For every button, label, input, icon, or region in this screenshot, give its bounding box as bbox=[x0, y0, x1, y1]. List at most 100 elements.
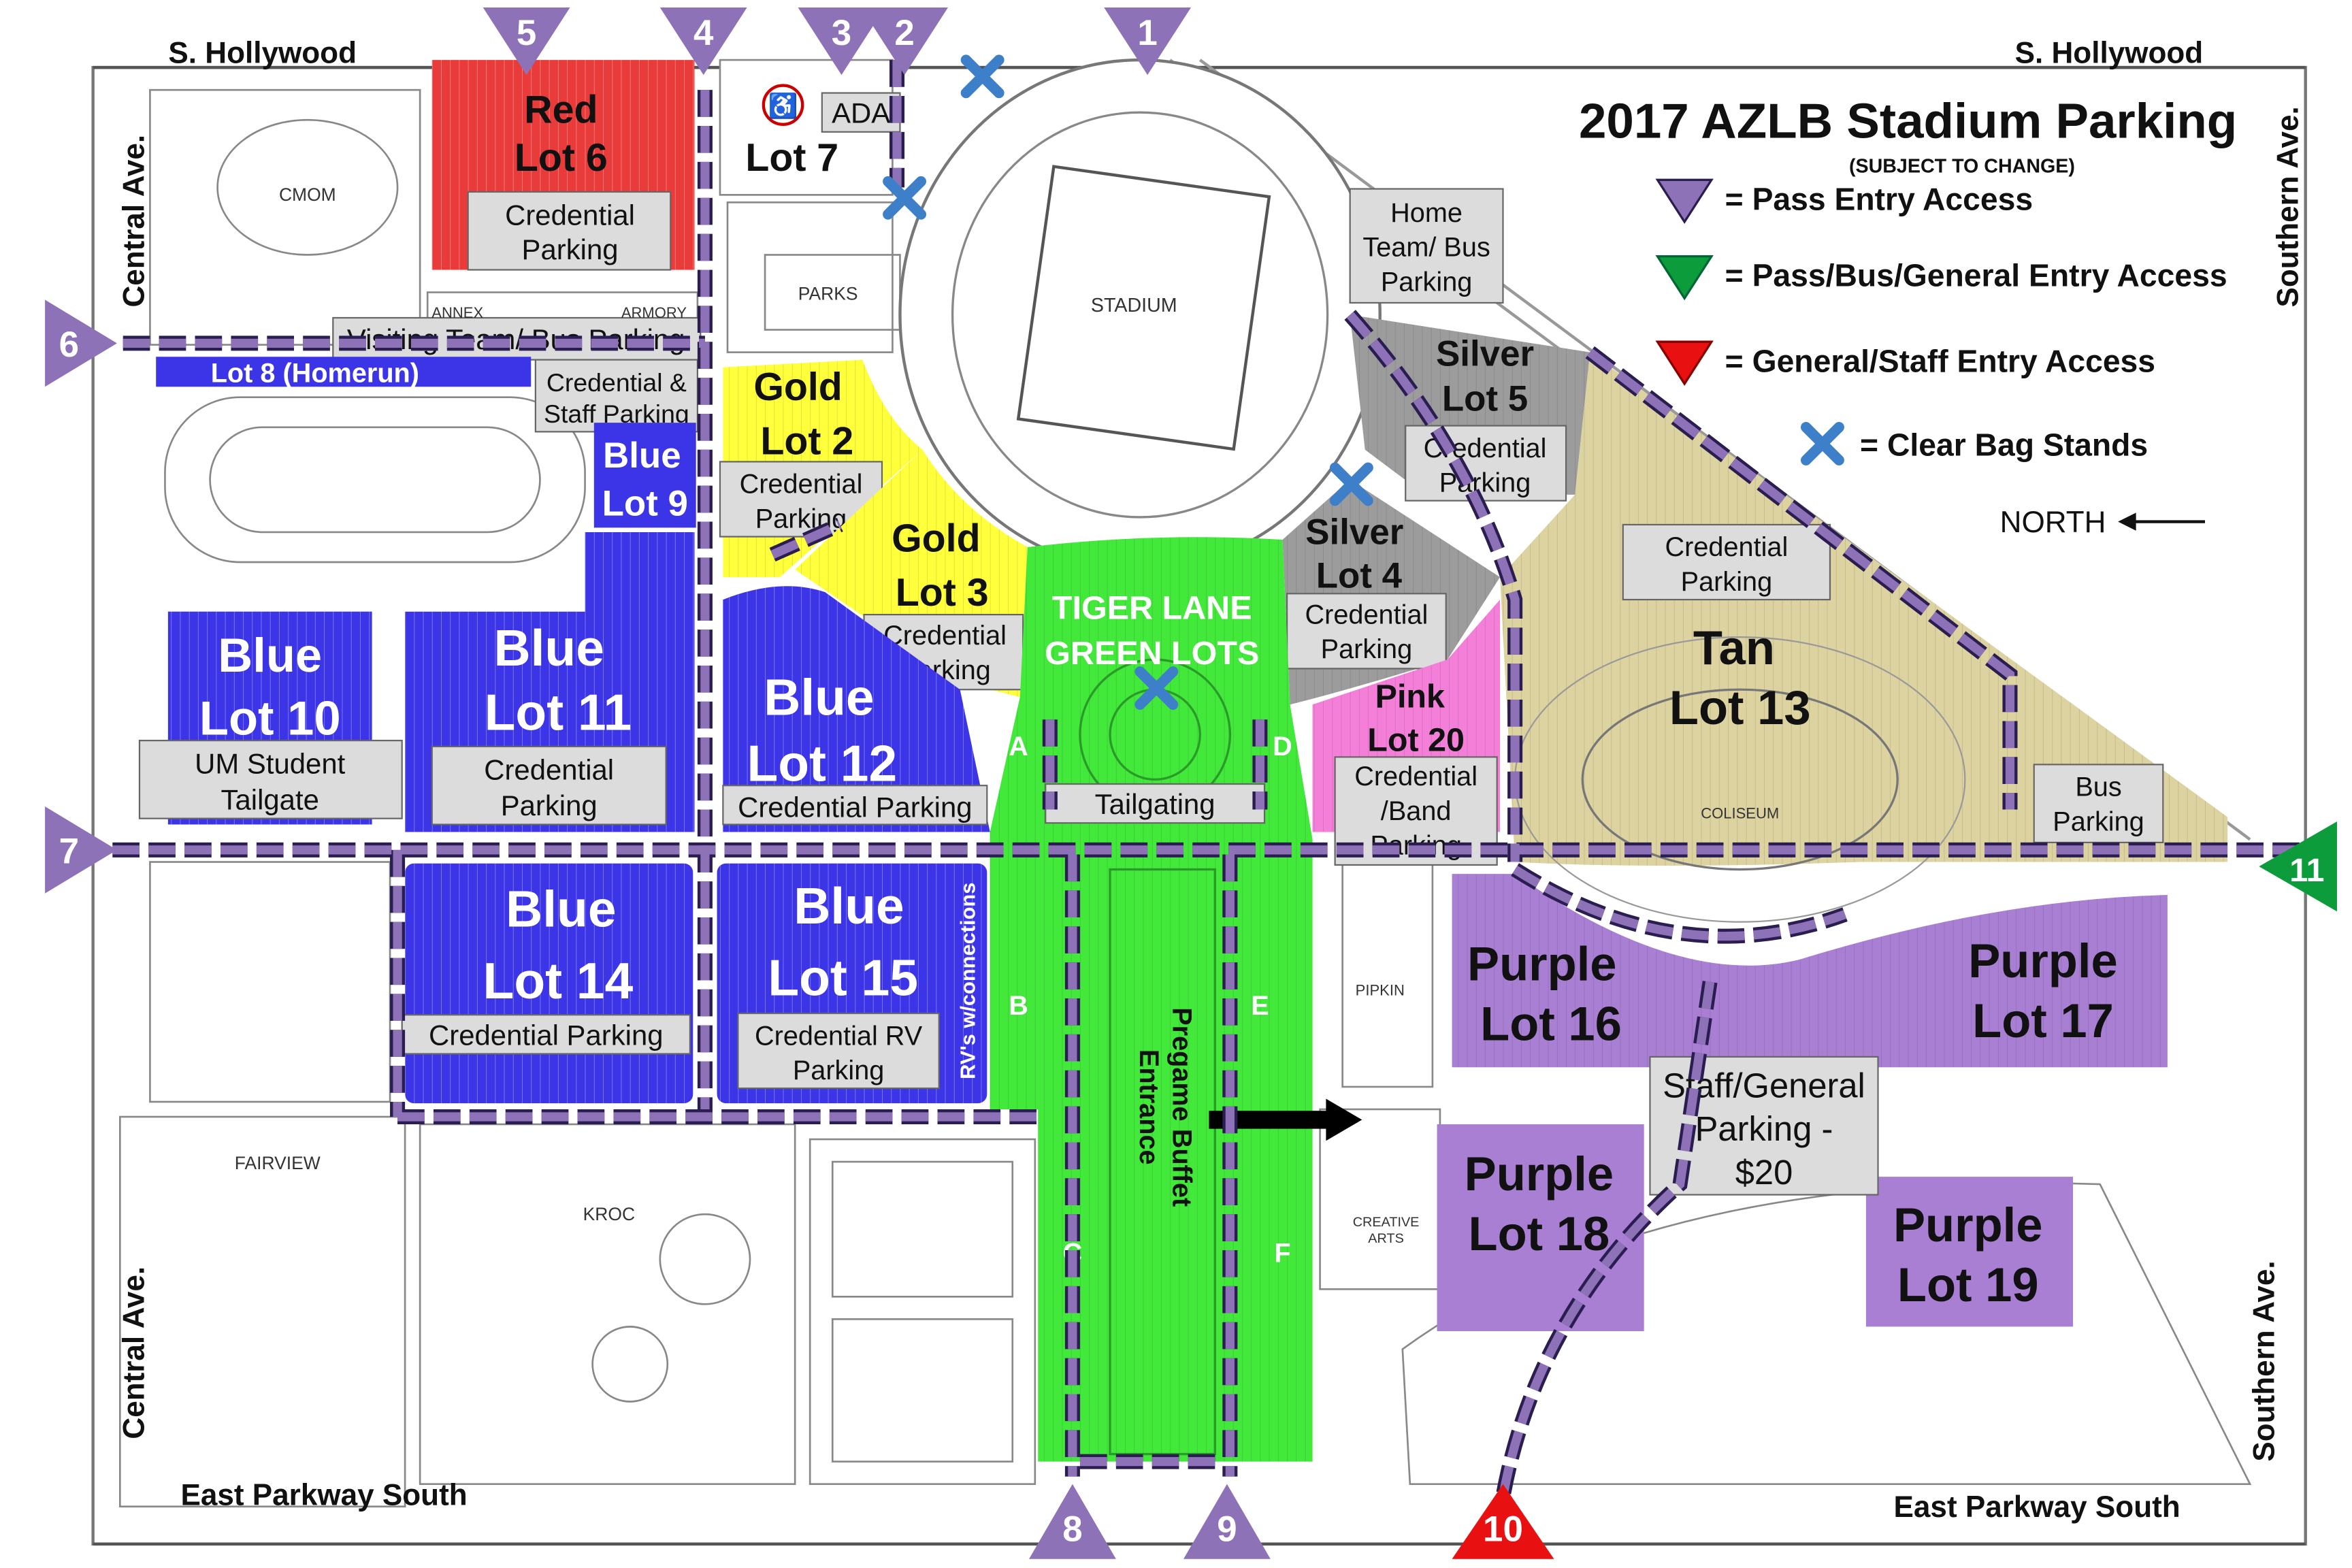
blue-lot-15[interactable]: Blue Lot 15 Credential RV Parking RV's w… bbox=[717, 863, 987, 1104]
blue-lot-14[interactable]: Blue Lot 14 Credential Parking bbox=[401, 863, 693, 1104]
svg-text:3: 3 bbox=[832, 13, 851, 53]
entry-6[interactable]: 6 bbox=[45, 299, 117, 387]
home-2: Team/ Bus bbox=[1362, 233, 1490, 263]
clear-bag-icon bbox=[1134, 666, 1179, 710]
svg-text:6: 6 bbox=[59, 325, 79, 365]
purple-lot-17-2: Lot 17 bbox=[1972, 994, 2114, 1047]
purple-lot-18-2: Lot 18 bbox=[1469, 1207, 1610, 1260]
tiger-lane-1: TIGER LANE bbox=[1052, 590, 1252, 627]
tan-lot-13[interactable]: COLISEUM Credential Parking Tan Lot 13 B… bbox=[1500, 352, 2228, 923]
svg-text:5: 5 bbox=[517, 13, 536, 53]
blue-lot-15-rv: RV's w/connections bbox=[956, 883, 980, 1079]
purple-lot-19[interactable]: Purple Lot 19 bbox=[1865, 1177, 2074, 1327]
entry-7[interactable]: 7 bbox=[45, 806, 117, 894]
purple-lot-19-1: Purple bbox=[1893, 1198, 2042, 1252]
entry-11[interactable]: 11 bbox=[2259, 821, 2337, 912]
staff-general-3: $20 bbox=[1735, 1153, 1793, 1192]
legend: 2017 AZLB Stadium Parking (SUBJECT TO CH… bbox=[1579, 94, 2237, 539]
silver-lot-4-box2: Parking bbox=[1321, 634, 1413, 664]
gold-lot-2[interactable]: Gold Lot 2 Credential Parking bbox=[719, 359, 923, 578]
gold-lot-3-1: Gold bbox=[892, 517, 980, 561]
entry-4[interactable]: 4 bbox=[659, 7, 747, 76]
north-label: NORTH bbox=[2000, 506, 2106, 539]
entry-1[interactable]: 1 bbox=[1104, 7, 1192, 76]
kroc-label: KROC bbox=[583, 1204, 635, 1224]
entry-2[interactable]: 2 bbox=[861, 7, 948, 76]
tan-bus-1: Bus bbox=[2075, 772, 2121, 802]
entry-9[interactable]: 9 bbox=[1183, 1484, 1271, 1559]
silver-lot-5-1: Silver bbox=[1436, 333, 1534, 374]
blue-lot-9-2: Lot 9 bbox=[602, 484, 688, 524]
stadium-label: STADIUM bbox=[1091, 295, 1177, 316]
blue-lot-12-box: Credential Parking bbox=[738, 791, 972, 823]
gold-lot-3-2: Lot 3 bbox=[896, 571, 989, 615]
entry-8[interactable]: 8 bbox=[1029, 1484, 1116, 1559]
blue-lot-12[interactable]: Blue Lot 12 Credential Parking bbox=[722, 586, 990, 832]
lot-7[interactable]: ♿ ADA Lot 7 bbox=[719, 59, 901, 196]
lot-7-label: Lot 7 bbox=[745, 136, 838, 180]
blue-lot-11-box2: Parking bbox=[501, 789, 598, 821]
lot-8-homerun[interactable]: Lot 8 (Homerun) bbox=[156, 357, 532, 389]
tan-lot-13-box1: Credential bbox=[1665, 532, 1788, 562]
svg-text:♿: ♿ bbox=[768, 92, 798, 119]
parks-label: PARKS bbox=[798, 284, 858, 304]
silver-lot-4[interactable]: Silver Lot 4 Credential Parking bbox=[1282, 479, 1501, 705]
blue-lot-10-1: Blue bbox=[218, 628, 322, 682]
section-e: E bbox=[1251, 991, 1269, 1021]
gold-lot-3[interactable]: Gold Lot 3 Credential Parking bbox=[795, 449, 1028, 698]
tiger-lane-box: Tailgating bbox=[1095, 788, 1215, 820]
street-north-left: S. Hollywood bbox=[168, 37, 357, 70]
cmom-label: CMOM bbox=[279, 184, 336, 205]
svg-text:4: 4 bbox=[693, 13, 714, 53]
clear-bag-icon bbox=[1329, 462, 1373, 506]
red-lot-6-line1: Red bbox=[524, 88, 598, 132]
pink-lot-20-1: Pink bbox=[1375, 679, 1445, 715]
entry-10[interactable]: 10 bbox=[1452, 1484, 1554, 1559]
silver-lot-5-2: Lot 5 bbox=[1442, 379, 1528, 419]
gold-lot-2-1: Gold bbox=[753, 365, 842, 409]
blue-lot-10[interactable]: Blue Lot 10 UM Student Tailgate bbox=[138, 611, 403, 825]
blue-lot-9-1: Blue bbox=[603, 436, 681, 476]
cred-staff-1: Credential & bbox=[546, 368, 687, 397]
blue-lot-12-2: Lot 12 bbox=[747, 735, 898, 792]
red-lot-6[interactable]: Red Lot 6 Credential Parking bbox=[431, 60, 695, 271]
purple-lot-18[interactable]: Purple Lot 18 bbox=[1437, 1124, 1644, 1331]
blue-lot-12-1: Blue bbox=[764, 669, 874, 726]
pink-lot-20-box1: Credential bbox=[1354, 762, 1477, 791]
creative-label-2: ARTS bbox=[1368, 1231, 1404, 1246]
red-lot-6-box2: Parking bbox=[522, 233, 619, 265]
buffet-line2: Entrance bbox=[1134, 1049, 1164, 1165]
purple-lots-16-17[interactable]: Purple Lot 16 Purple Lot 17 bbox=[1452, 874, 2168, 1068]
section-a: A bbox=[1009, 732, 1028, 762]
blue-lot-10-box1: UM Student bbox=[195, 748, 345, 780]
street-north-right: S. Hollywood bbox=[2015, 37, 2204, 70]
street-south-right: East Parkway South bbox=[1894, 1490, 2180, 1524]
legend-general-staff: = General/Staff Entry Access bbox=[1725, 343, 2155, 378]
blue-lot-15-box1: Credential RV bbox=[755, 1021, 923, 1051]
home-team-bus-parking[interactable]: Home Team/ Bus Parking bbox=[1349, 188, 1504, 304]
section-b: B bbox=[1009, 991, 1028, 1021]
annex-label: ANNEX bbox=[431, 304, 483, 321]
legend-pass-entry: = Pass Entry Access bbox=[1725, 181, 2033, 216]
blue-lot-10-2: Lot 10 bbox=[199, 691, 341, 745]
street-west-top: Central Ave. bbox=[118, 135, 151, 308]
gold-lot-2-box1: Credential bbox=[740, 470, 863, 500]
silver-lot-5[interactable]: Silver Lot 5 Credential Parking bbox=[1350, 314, 1590, 502]
blue-lot-9[interactable]: Blue Lot 9 bbox=[593, 423, 696, 528]
gold-lot-2-box2: Parking bbox=[755, 504, 847, 534]
svg-text:7: 7 bbox=[59, 832, 79, 872]
purple-lot-16-1: Purple bbox=[1467, 937, 1616, 991]
blue-lot-15-2: Lot 15 bbox=[768, 949, 918, 1007]
credential-staff-parking[interactable]: Credential & Staff Parking bbox=[534, 359, 698, 433]
blue-lot-11-box1: Credential bbox=[484, 753, 614, 785]
legend-pass-bus-general: = Pass/Bus/General Entry Access bbox=[1725, 258, 2227, 293]
entry-3[interactable]: 3 bbox=[798, 7, 885, 76]
fairview-label: FAIRVIEW bbox=[235, 1153, 321, 1173]
blue-lot-11[interactable]: Blue Lot 11 Credential Parking bbox=[405, 532, 695, 832]
clear-bag-stands bbox=[883, 54, 1373, 710]
entry-5[interactable]: 5 bbox=[483, 7, 570, 76]
lot-8-label: Lot 8 (Homerun) bbox=[211, 359, 419, 389]
silver-lot-4-1: Silver bbox=[1305, 512, 1403, 553]
tan-lot-13-2: Lot 13 bbox=[1669, 681, 1811, 734]
svg-text:8: 8 bbox=[1062, 1509, 1082, 1549]
